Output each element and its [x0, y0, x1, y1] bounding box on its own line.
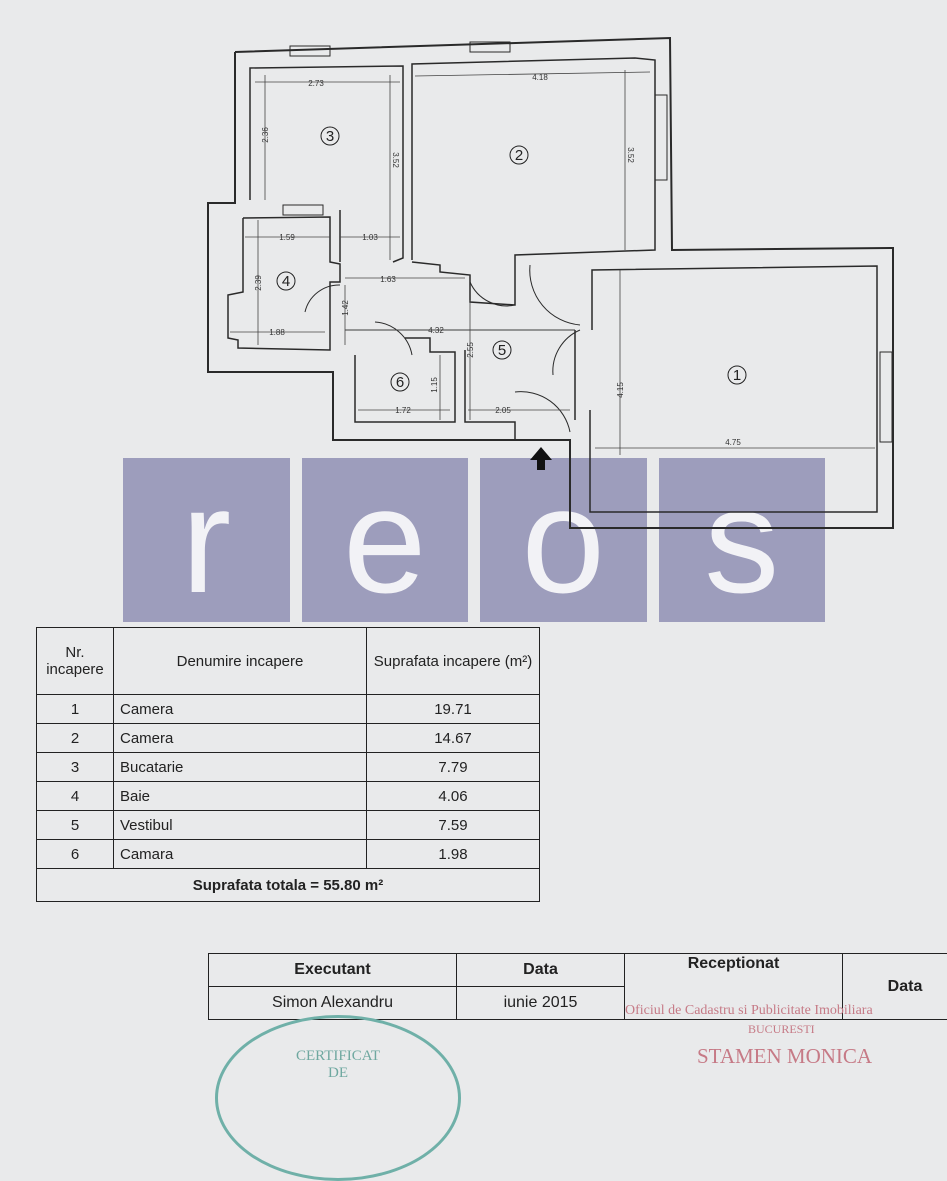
office-stamp: Oficiul de Cadastru si Publicitate Imobi… [625, 1003, 873, 1019]
dim-label: 1.03 [362, 233, 378, 242]
header-nr: Nr. incapere [37, 628, 114, 695]
arrow-up-icon [530, 447, 552, 470]
room-3-wall [250, 66, 403, 262]
room-name: Vestibul [114, 811, 367, 840]
dim-label: 1.15 [430, 377, 439, 393]
dim-label: 1.42 [341, 300, 350, 316]
room-nr: 3 [37, 753, 114, 782]
room-name: Baie [114, 782, 367, 811]
dim-label: 3.52 [626, 147, 635, 163]
room-number-1: 1 [733, 367, 741, 384]
room-area: 7.79 [367, 753, 540, 782]
dim-label: 1.88 [269, 328, 285, 337]
room-area: 14.67 [367, 724, 540, 753]
room-nr: 6 [37, 840, 114, 869]
room-number-4: 4 [282, 273, 290, 290]
city-stamp: BUCURESTI [748, 1022, 815, 1037]
dim-label: 1.63 [380, 275, 396, 284]
seal-text: CERTIFICAT [218, 1048, 458, 1065]
room-number-6: 6 [396, 374, 404, 391]
room-area: 4.06 [367, 782, 540, 811]
header-executant: Executant [209, 954, 457, 987]
room-number-3: 3 [326, 128, 334, 145]
room-1-wall [590, 266, 877, 512]
outer-wall [208, 38, 893, 528]
room-area-table: Nr. incapere Denumire incapere Suprafata… [36, 627, 540, 902]
room-number-5: 5 [498, 342, 506, 359]
dim-label: 1.72 [395, 406, 411, 415]
room-area: 7.59 [367, 811, 540, 840]
dim-label: 2.39 [254, 275, 263, 291]
dim-label: 4.18 [532, 73, 548, 82]
floor-plan: 2.73 4.18 2.36 3.52 3.52 1.59 1.03 2.39 … [0, 0, 947, 540]
seal-text-2: DE [218, 1065, 458, 1082]
room-nr: 4 [37, 782, 114, 811]
room-number-2: 2 [515, 147, 523, 164]
header-area: Suprafata incapere (m²) [367, 628, 540, 695]
dim-label: 2.55 [466, 342, 475, 358]
header-date: Data [457, 954, 625, 987]
room-name: Bucatarie [114, 753, 367, 782]
dim-label: 1.59 [279, 233, 295, 242]
dim-label: 4.15 [616, 382, 625, 398]
receiver-stamp: STAMEN MONICA [697, 1044, 872, 1069]
room-nr: 2 [37, 724, 114, 753]
dim-label: 2.36 [261, 127, 270, 143]
execution-date: iunie 2015 [457, 987, 625, 1020]
room-nr: 5 [37, 811, 114, 840]
dim-label: 3.52 [391, 152, 400, 168]
room-name: Camara [114, 840, 367, 869]
room-name: Camera [114, 724, 367, 753]
dim-label: 4.75 [725, 438, 741, 447]
room-area: 19.71 [367, 695, 540, 724]
room-5-wall [465, 350, 515, 440]
room-2-wall [412, 58, 655, 305]
room-nr: 1 [37, 695, 114, 724]
dim-label: 4.32 [428, 326, 444, 335]
certificate-seal: CERTIFICAT DE [215, 1015, 461, 1181]
dim-label: 2.05 [495, 406, 511, 415]
total-area: Suprafata totala = 55.80 m² [37, 869, 540, 902]
room-name: Camera [114, 695, 367, 724]
dim-label: 2.73 [308, 79, 324, 88]
header-name: Denumire incapere [114, 628, 367, 695]
room-area: 1.98 [367, 840, 540, 869]
